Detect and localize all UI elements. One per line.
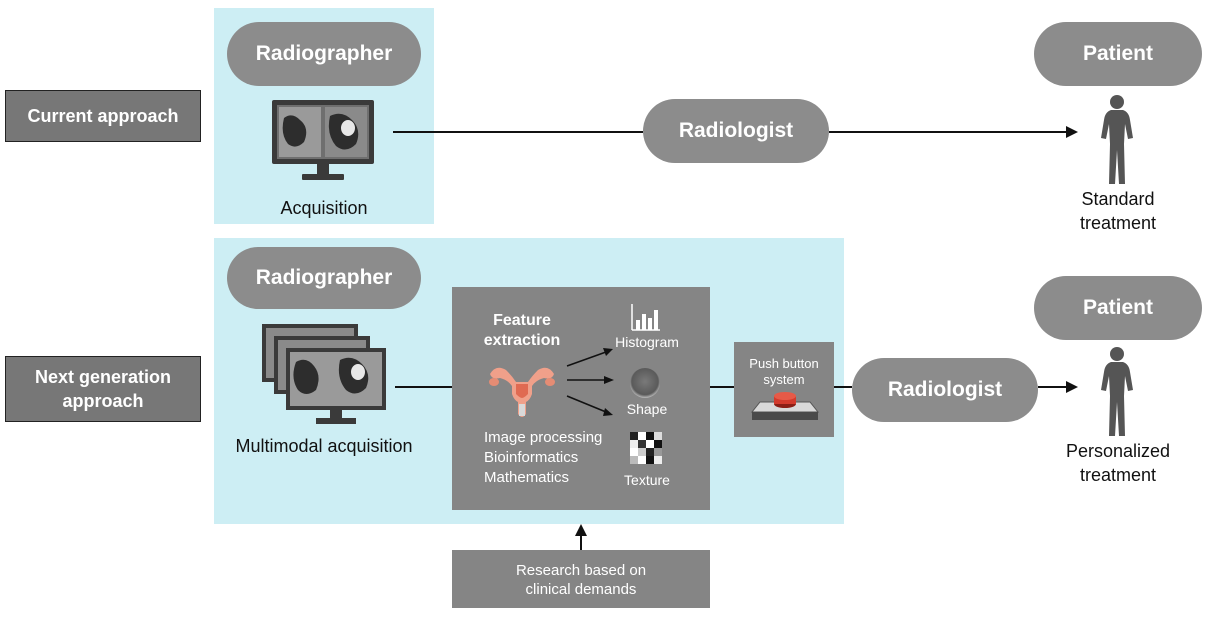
histogram-icon bbox=[630, 302, 662, 332]
push-button-system-label: Push button system bbox=[734, 356, 834, 388]
texture-icon bbox=[630, 432, 662, 464]
next-radiologist-pill: Radiologist bbox=[852, 358, 1038, 422]
next-generation-approach-label: Next generation approach bbox=[5, 356, 201, 422]
personalized-treatment-line2: treatment bbox=[1079, 465, 1157, 485]
shape-label: Shape bbox=[626, 401, 668, 417]
current-radiographer-pill: Radiographer bbox=[227, 22, 421, 86]
stacked-monitors-icon bbox=[262, 324, 386, 424]
current-radiologist-text: Radiologist bbox=[678, 119, 794, 142]
standard-treatment-caption: Standard treatment bbox=[1050, 187, 1186, 235]
method-image-processing: Image processing bbox=[484, 429, 603, 446]
research-line2: clinical demands bbox=[525, 581, 637, 598]
uterus-icon bbox=[489, 367, 555, 417]
feature-extraction-box bbox=[452, 287, 710, 510]
research-box bbox=[452, 550, 710, 608]
current-patient-pill: Patient bbox=[1034, 22, 1202, 86]
standard-treatment-line2: treatment bbox=[1079, 213, 1157, 233]
push-button-line2: system bbox=[763, 372, 805, 387]
next-generation-text-line1: Next generation bbox=[34, 367, 172, 387]
personalized-treatment-caption: Personalized treatment bbox=[1046, 439, 1190, 487]
feature-title-line1: Feature bbox=[493, 312, 551, 329]
patient-figure-icon bbox=[1101, 347, 1133, 436]
push-button-system-box bbox=[734, 342, 834, 437]
personalized-treatment-line1: Personalized bbox=[1065, 441, 1171, 461]
current-approach-label: Current approach bbox=[5, 90, 201, 142]
current-radiographer-text: Radiographer bbox=[255, 42, 393, 65]
current-patient-text: Patient bbox=[1082, 42, 1153, 65]
next-patient-pill: Patient bbox=[1034, 276, 1202, 340]
multimodal-acquisition-caption: Multimodal acquisition bbox=[235, 436, 413, 456]
feature-title-line2: extraction bbox=[483, 332, 561, 349]
current-radiologist-pill: Radiologist bbox=[643, 99, 829, 163]
research-line1: Research based on bbox=[515, 562, 647, 579]
next-radiologist-text: Radiologist bbox=[887, 378, 1003, 401]
method-bioinformatics: Bioinformatics bbox=[484, 449, 579, 466]
next-generation-text-line2: approach bbox=[62, 391, 144, 411]
current-approach-text: Current approach bbox=[27, 106, 179, 126]
standard-treatment-line1: Standard bbox=[1081, 189, 1155, 209]
research-label: Research based on clinical demands bbox=[452, 561, 710, 599]
next-radiographer-pill: Radiographer bbox=[227, 247, 421, 309]
shape-icon bbox=[630, 368, 660, 398]
arrowhead-research bbox=[575, 524, 587, 536]
method-mathematics: Mathematics bbox=[484, 469, 570, 486]
current-acquisition-caption: Acquisition bbox=[280, 198, 368, 218]
next-radiographer-text: Radiographer bbox=[255, 266, 393, 289]
texture-label: Texture bbox=[624, 472, 670, 488]
histogram-label: Histogram bbox=[615, 334, 679, 350]
push-button-icon bbox=[750, 392, 820, 420]
arrowhead-current-patient bbox=[1066, 126, 1078, 138]
feature-extraction-title: Feature extraction bbox=[472, 311, 572, 351]
monitor-icon bbox=[272, 100, 374, 180]
next-patient-text: Patient bbox=[1082, 296, 1153, 319]
patient-figure-icon bbox=[1101, 95, 1133, 184]
methods-list: Image processing Bioinformatics Mathemat… bbox=[484, 428, 602, 488]
push-button-line1: Push button bbox=[749, 356, 819, 371]
arrowhead-next-patient bbox=[1066, 381, 1078, 393]
